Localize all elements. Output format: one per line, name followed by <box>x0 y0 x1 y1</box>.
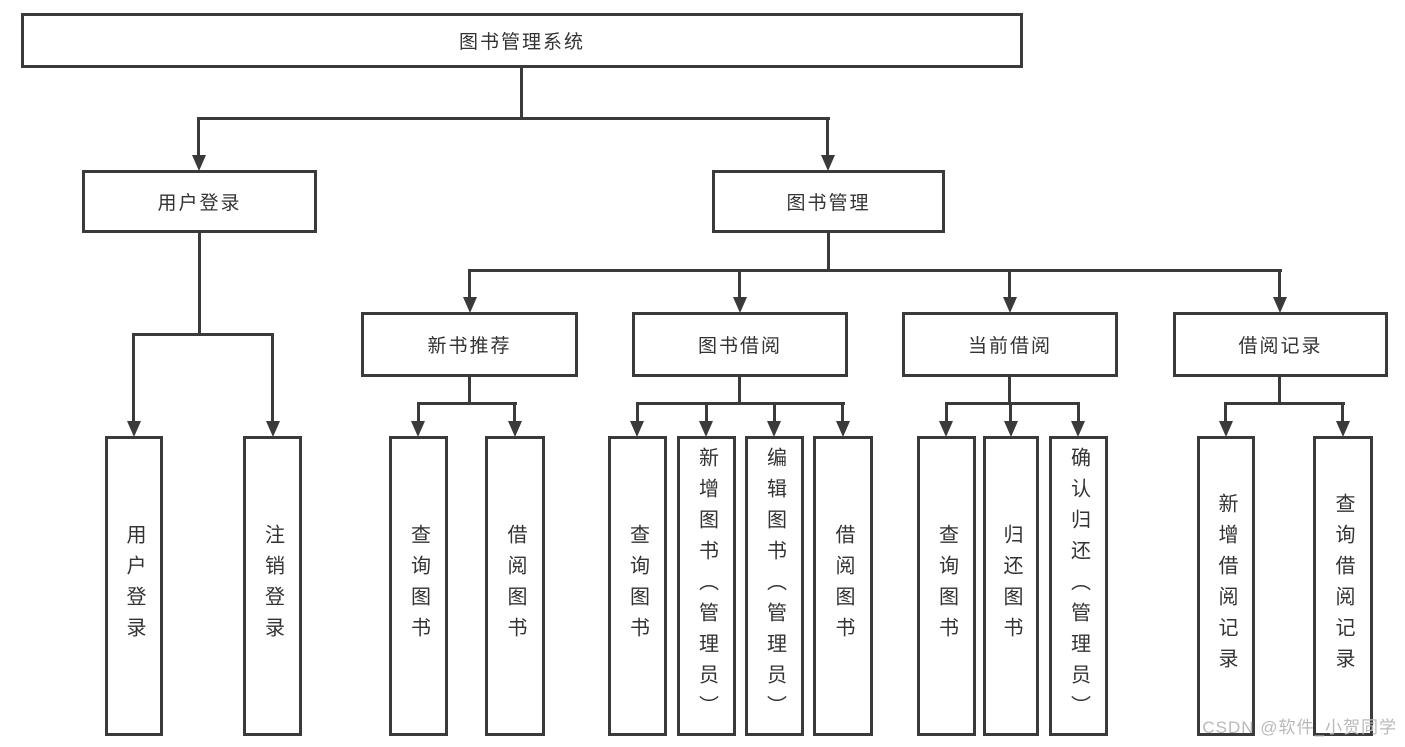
leaf-borrow-books-label: 借阅图书 <box>832 524 854 648</box>
leaf-query-books-current-label: 查询图书 <box>935 524 958 648</box>
leaf-query-books-current: 查询图书 <box>917 436 976 736</box>
arrowhead-down-icon <box>266 421 280 437</box>
connector-segment <box>841 404 844 424</box>
node-root: 图书管理系统 <box>21 13 1023 68</box>
arrowhead-down-icon <box>630 421 644 437</box>
connector-segment <box>417 404 420 424</box>
connector-segment <box>945 404 948 424</box>
connector-segment <box>468 269 1282 272</box>
connector-segment <box>1224 404 1227 424</box>
node-book-management: 图书管理 <box>712 170 945 233</box>
node-book-borrowing-label: 图书借阅 <box>697 336 782 357</box>
arrowhead-down-icon <box>508 421 522 437</box>
leaf-query-books-borrowing-label: 查询图书 <box>626 524 649 648</box>
arrowhead-down-icon <box>1273 297 1287 313</box>
node-current-borrowing: 当前借阅 <box>902 312 1118 377</box>
connector-segment <box>826 119 829 157</box>
leaf-query-books-borrowing: 查询图书 <box>608 436 667 736</box>
leaf-borrow-books-recommend: 借阅图书 <box>485 436 545 736</box>
node-book-borrowing: 图书借阅 <box>632 312 848 377</box>
node-current-borrowing-label: 当前借阅 <box>967 336 1052 357</box>
node-new-book-recommend-label: 新书推荐 <box>427 336 512 357</box>
arrowhead-down-icon <box>1071 421 1085 437</box>
connector-segment <box>417 402 517 405</box>
arrowhead-down-icon <box>463 297 477 313</box>
arrowhead-down-icon <box>1336 421 1350 437</box>
connector-segment <box>132 333 274 336</box>
connector-segment <box>1278 377 1281 404</box>
node-user-login: 用户登录 <box>82 170 317 233</box>
connector-segment <box>197 117 830 120</box>
leaf-logout: 注销登录 <box>243 436 302 736</box>
leaf-query-books-recommend-label: 查询图书 <box>407 524 430 648</box>
leaf-query-books-recommend: 查询图书 <box>389 436 448 736</box>
node-book-management-label: 图书管理 <box>786 193 871 214</box>
arrowhead-down-icon <box>821 155 835 171</box>
connector-segment <box>1077 404 1080 424</box>
connector-segment <box>636 404 639 424</box>
arrowhead-down-icon <box>939 421 953 437</box>
connector-segment <box>468 271 471 299</box>
arrowhead-down-icon <box>1219 421 1233 437</box>
node-borrowing-records-label: 借阅记录 <box>1238 336 1323 357</box>
connector-segment <box>1008 377 1011 404</box>
connector-segment <box>1008 271 1011 299</box>
node-new-book-recommend: 新书推荐 <box>361 312 578 377</box>
leaf-query-borrow-record: 查询借阅记录 <box>1313 436 1373 736</box>
leaf-borrow-books: 借阅图书 <box>813 436 873 736</box>
connector-segment <box>738 271 741 299</box>
leaf-add-borrow-record: 新增借阅记录 <box>1197 436 1255 736</box>
leaf-edit-books-admin-label: 编辑图书（管理员） <box>763 446 786 726</box>
leaf-add-books-admin: 新增图书（管理员） <box>677 436 736 736</box>
leaf-confirm-return-admin-label: 确认归还（管理员） <box>1067 446 1090 726</box>
leaf-user-login: 用户登录 <box>105 436 163 736</box>
leaf-return-books: 归还图书 <box>983 436 1039 736</box>
leaf-borrow-books-recommend-label: 借阅图书 <box>504 524 526 648</box>
arrowhead-down-icon <box>836 421 850 437</box>
arrowhead-down-icon <box>411 421 425 437</box>
connector-segment <box>945 402 1080 405</box>
arrowhead-down-icon <box>1004 421 1018 437</box>
connector-segment <box>513 404 516 424</box>
node-borrowing-records: 借阅记录 <box>1173 312 1388 377</box>
connector-segment <box>520 68 523 120</box>
leaf-logout-label: 注销登录 <box>261 524 284 648</box>
connector-segment <box>773 404 776 424</box>
leaf-add-borrow-record-label: 新增借阅记录 <box>1215 493 1237 679</box>
connector-segment <box>1278 271 1281 299</box>
connector-segment <box>636 402 845 405</box>
connector-segment <box>468 377 471 404</box>
arrowhead-down-icon <box>192 155 206 171</box>
arrowhead-down-icon <box>699 421 713 437</box>
leaf-confirm-return-admin: 确认归还（管理员） <box>1049 436 1108 736</box>
leaf-user-login-label: 用户登录 <box>123 524 145 648</box>
connector-segment <box>738 377 741 404</box>
node-root-label: 图书管理系统 <box>458 32 585 53</box>
node-user-login-label: 用户登录 <box>157 193 242 214</box>
connector-segment <box>271 335 274 423</box>
connector-segment <box>827 233 830 271</box>
csdn-watermark: CSDN @软件_小贺同学 <box>1202 718 1397 737</box>
connector-segment <box>1224 402 1345 405</box>
arrowhead-down-icon <box>733 297 747 313</box>
leaf-return-books-label: 归还图书 <box>1000 524 1022 648</box>
connector-segment <box>1341 404 1344 424</box>
connector-segment <box>1009 404 1012 424</box>
connector-segment <box>705 404 708 424</box>
leaf-add-books-admin-label: 新增图书（管理员） <box>695 446 718 726</box>
leaf-edit-books-admin: 编辑图书（管理员） <box>745 436 804 736</box>
leaf-query-borrow-record-label: 查询借阅记录 <box>1332 493 1354 679</box>
arrowhead-down-icon <box>1003 297 1017 313</box>
arrowhead-down-icon <box>127 421 141 437</box>
connector-segment <box>132 335 135 423</box>
connector-segment <box>198 233 201 335</box>
connector-segment <box>197 119 200 157</box>
arrowhead-down-icon <box>767 421 781 437</box>
